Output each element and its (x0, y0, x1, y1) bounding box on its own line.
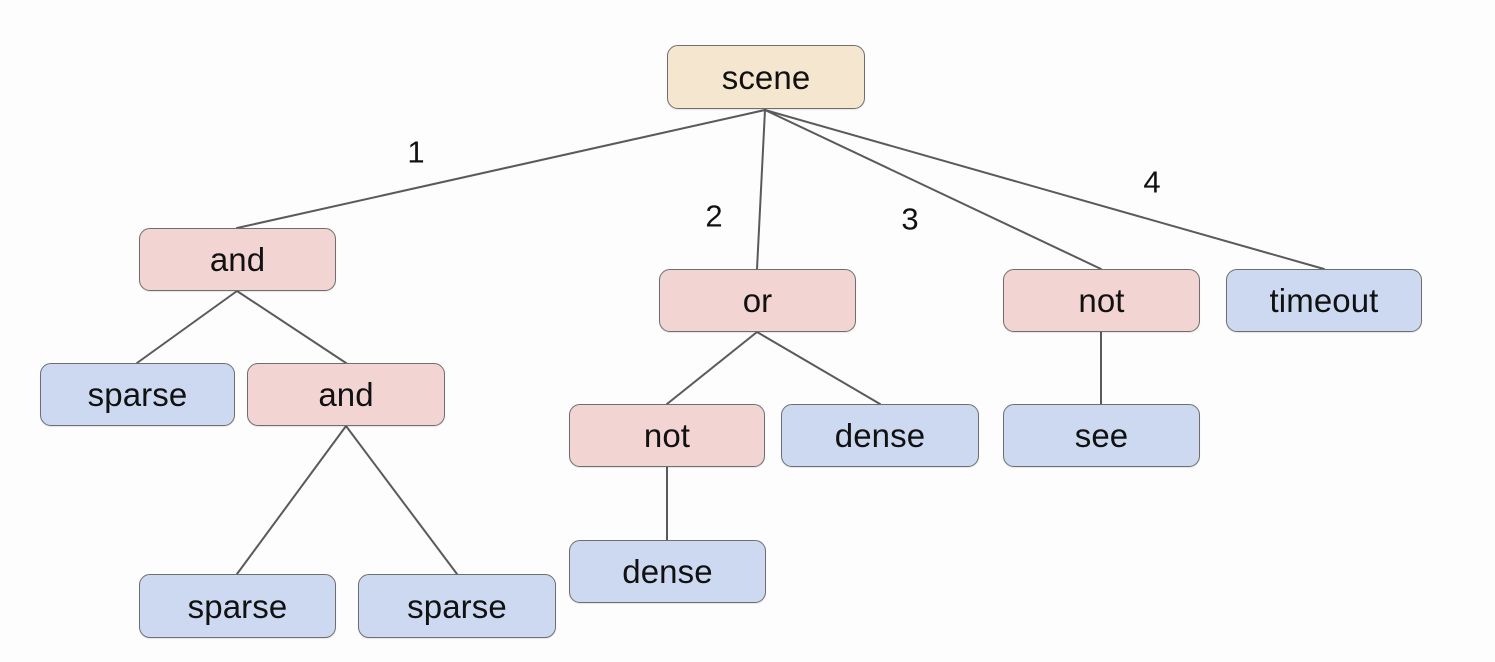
tree-node-label: dense (622, 553, 713, 590)
tree-node-label: sparse (87, 376, 188, 413)
tree-node-label: or (742, 282, 773, 319)
tree-node-label: see (1074, 417, 1129, 454)
edge-label: 2 (705, 198, 723, 234)
tree-node-not2[interactable]: not (569, 404, 765, 467)
tree-edge (136, 290, 238, 364)
tree-edge (756, 331, 881, 405)
tree-node-label: and (318, 376, 374, 413)
edge-label: 4 (1143, 164, 1161, 200)
tree-node-or1[interactable]: or (659, 269, 856, 332)
tree-node-sparse3[interactable]: sparse (358, 574, 556, 638)
tree-edge (764, 109, 1325, 270)
tree-node-not1[interactable]: not (1003, 269, 1200, 332)
tree-node-dense2[interactable]: dense (569, 540, 766, 603)
tree-node-and1[interactable]: and (139, 228, 336, 291)
tree-node-scene[interactable]: scene (667, 45, 865, 109)
tree-edge (236, 425, 347, 575)
edge-label: 3 (901, 201, 919, 237)
tree-edge (236, 109, 766, 229)
tree-node-label: not (1078, 282, 1125, 319)
tree-edge (764, 109, 1102, 270)
tree-node-label: scene (721, 58, 811, 96)
tree-node-label: sparse (407, 587, 507, 625)
tree-node-label: timeout (1269, 282, 1379, 319)
tree-node-timeout1[interactable]: timeout (1226, 269, 1422, 332)
tree-node-sparse1[interactable]: sparse (40, 363, 235, 426)
tree-edge (345, 425, 458, 575)
tree-node-see1[interactable]: see (1003, 404, 1200, 467)
tree-node-sparse2[interactable]: sparse (139, 574, 336, 638)
tree-node-label: dense (834, 417, 926, 454)
tree-node-label: and (209, 241, 266, 278)
tree-edge (236, 290, 347, 364)
tree-node-dense1[interactable]: dense (781, 404, 979, 467)
edge-label: 1 (407, 134, 425, 170)
tree-node-label: not (643, 417, 691, 454)
tree-edge (756, 109, 766, 270)
tree-edge (666, 331, 758, 405)
tree-node-label: sparse (187, 587, 288, 625)
tree-node-and2[interactable]: and (247, 363, 445, 426)
